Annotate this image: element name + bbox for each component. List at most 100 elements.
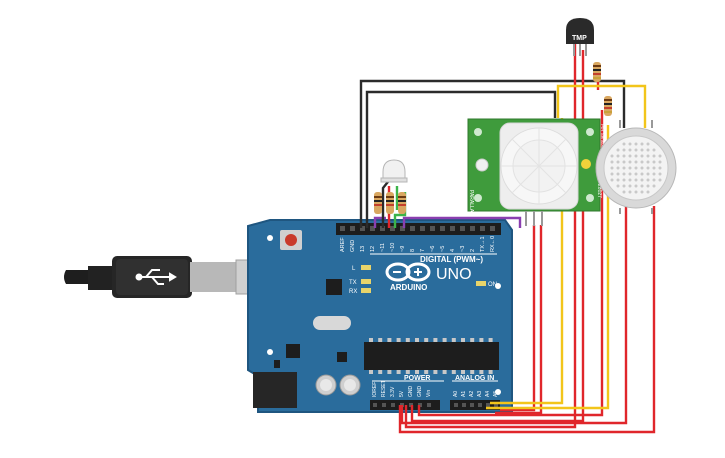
arduino-board[interactable]: AREF GND 13 12 ~11 ~10 ~9 8 7 ~6 ~5 4 ~3 2 TX→1 RX←0 DI… — [247, 219, 513, 413]
pin-hole[interactable] — [462, 403, 466, 407]
mounting-hole — [495, 389, 501, 395]
pin-label: ~11 — [380, 243, 386, 252]
mounting-hole — [495, 283, 501, 289]
status-leds: L TX RX ON — [349, 265, 497, 295]
usb-cable[interactable] — [64, 256, 277, 298]
pin-hole[interactable] — [370, 226, 375, 231]
analog-header — [450, 400, 500, 410]
pin-hole[interactable] — [470, 403, 474, 407]
analog-pin-label: A0 — [453, 391, 459, 397]
pin-hole[interactable] — [410, 226, 415, 231]
resistor[interactable] — [593, 62, 601, 82]
pin-label: ~6 — [430, 246, 436, 252]
digital-pin-labels: AREF GND 13 12 ~11 ~10 ~9 8 7 ~6 ~5 4 ~3 2 TX→1 RX←0 — [340, 236, 496, 252]
temperature-sensor[interactable]: TMP — [566, 18, 594, 56]
gas-sensor[interactable] — [595, 120, 677, 214]
pir-sensor[interactable]: PARALLAX 555-28027 PIR Sensor Rev B — [467, 118, 605, 226]
pin-label: 4 — [450, 249, 456, 252]
reset-button[interactable] — [280, 230, 302, 250]
gas-sensor-mesh — [610, 142, 662, 194]
led-l-label: L — [352, 266, 356, 272]
arduino-logo-icon — [385, 262, 431, 282]
arduino-model: UNO — [436, 266, 472, 283]
atmega-chip — [364, 338, 499, 374]
pin-hole[interactable] — [450, 226, 455, 231]
mounting-hole — [267, 349, 273, 355]
power-pin-label: Vin — [426, 390, 432, 397]
power-pin-label: 3.3V — [390, 386, 396, 397]
analog-pin-label: A4 — [485, 391, 491, 397]
pin-hole[interactable] — [390, 226, 395, 231]
pin-hole[interactable] — [430, 226, 435, 231]
pin-hole[interactable] — [478, 403, 482, 407]
pin-hole[interactable] — [427, 403, 431, 407]
pir-brand: PARALLAX — [468, 190, 474, 216]
pin-hole[interactable] — [470, 226, 475, 231]
digital-label: DIGITAL (PWM~) — [420, 255, 483, 264]
pin-label: 12 — [370, 246, 376, 252]
digital-pin-holes — [340, 226, 495, 231]
pin-hole[interactable] — [391, 403, 395, 407]
pin-hole[interactable] — [480, 226, 485, 231]
resistor[interactable] — [398, 192, 406, 214]
analog-pin-label: A1 — [461, 391, 467, 397]
sensor-label: TMP — [572, 35, 587, 42]
pin-hole[interactable] — [490, 226, 495, 231]
pin-hole[interactable] — [382, 403, 386, 407]
analog-label: ANALOG IN — [455, 375, 494, 382]
usb-symbol-icon — [135, 269, 177, 285]
pin-label: 2 — [470, 249, 476, 252]
pin-label: GND — [350, 240, 356, 252]
analog-pin-label: A2 — [469, 391, 475, 397]
pir-title: PIR Sensor Rev B — [600, 124, 605, 161]
pin-hole[interactable] — [486, 403, 490, 407]
pin-label: ~5 — [440, 246, 446, 252]
power-pin-label: 5V — [399, 390, 405, 397]
pin-label: ~10 — [390, 243, 396, 252]
pin-hole[interactable] — [340, 226, 345, 231]
power-pin-label: GND — [408, 386, 414, 398]
pin-label: ~3 — [460, 246, 466, 252]
crystal-oscillator — [313, 316, 351, 330]
pin-hole[interactable] — [350, 226, 355, 231]
power-label: POWER — [404, 375, 430, 382]
pin-hole[interactable] — [420, 226, 425, 231]
rgb-led[interactable] — [380, 159, 408, 183]
pin-hole[interactable] — [380, 226, 385, 231]
pin-hole[interactable] — [400, 226, 405, 231]
mounting-hole — [267, 235, 273, 241]
resistor[interactable] — [604, 96, 612, 116]
arduino-brand: ARDUINO — [390, 283, 427, 292]
power-pin-label: IOREF — [372, 382, 378, 397]
pin-label: ~9 — [400, 246, 406, 252]
pin-label: RX←0 — [490, 236, 496, 252]
digital-header — [336, 223, 501, 235]
pin-label: 13 — [360, 246, 366, 252]
pin-hole[interactable] — [454, 403, 458, 407]
pin-hole[interactable] — [460, 226, 465, 231]
pin-hole[interactable] — [360, 226, 365, 231]
led-tx-label: TX — [349, 280, 357, 286]
analog-pin-label: A5 — [493, 391, 499, 397]
pin-label: AREF — [340, 237, 346, 252]
resistor[interactable] — [386, 192, 394, 214]
resistor[interactable] — [374, 192, 382, 214]
pin-label: TX→1 — [480, 236, 486, 252]
power-jack[interactable] — [253, 372, 297, 408]
led-on-label: ON — [488, 282, 497, 288]
pin-hole[interactable] — [373, 403, 377, 407]
pin-hole[interactable] — [494, 403, 498, 407]
analog-pin-label: A3 — [477, 391, 483, 397]
power-pin-label: GND — [417, 386, 423, 398]
pin-hole[interactable] — [440, 226, 445, 231]
power-pin-label: RESET — [381, 380, 387, 397]
pin-label: 7 — [420, 249, 426, 252]
voltage-regulator — [286, 344, 300, 358]
led-rx-label: RX — [349, 289, 357, 295]
pin-label: 8 — [410, 249, 416, 252]
wires — [359, 34, 656, 434]
usb-chip — [326, 279, 342, 295]
